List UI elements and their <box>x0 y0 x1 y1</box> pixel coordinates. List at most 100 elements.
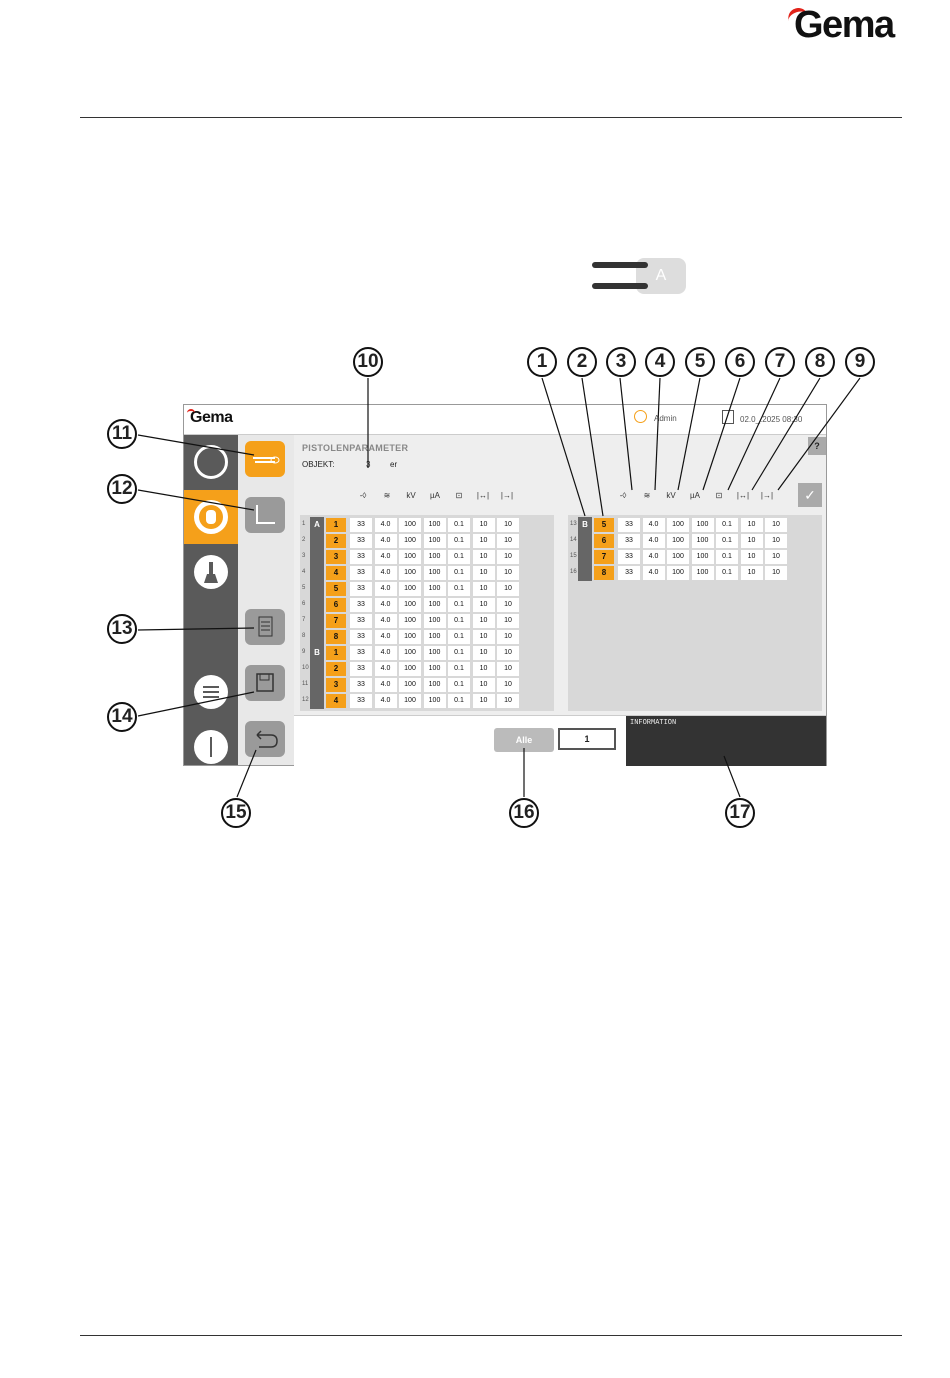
param-cell[interactable]: 10 <box>497 518 519 532</box>
param-cell[interactable]: 0.1 <box>448 614 470 628</box>
gun-parameters-button[interactable] <box>245 441 285 477</box>
param-cell[interactable]: 10 <box>472 550 495 564</box>
param-cell[interactable]: 100 <box>399 662 421 676</box>
param-cell[interactable]: 33 <box>350 678 372 692</box>
param-cell[interactable]: 10 <box>472 598 495 612</box>
param-cell[interactable]: 10 <box>740 550 763 564</box>
gun-number[interactable]: 8 <box>594 566 614 580</box>
param-cell[interactable]: 0.1 <box>448 582 470 596</box>
param-cell[interactable]: 100 <box>423 662 446 676</box>
param-cell[interactable]: 100 <box>399 630 421 644</box>
gun-number[interactable]: 1 <box>326 518 346 532</box>
gun-number[interactable]: 4 <box>326 694 346 708</box>
param-cell[interactable]: 100 <box>399 694 421 708</box>
param-cell[interactable]: 0.1 <box>716 518 738 532</box>
param-cell[interactable]: 0.1 <box>716 566 738 580</box>
param-cell[interactable]: 100 <box>399 550 421 564</box>
param-cell[interactable]: 0.1 <box>716 550 738 564</box>
param-cell[interactable]: 100 <box>691 566 714 580</box>
param-cell[interactable]: 100 <box>667 566 689 580</box>
param-cell[interactable]: 33 <box>350 630 372 644</box>
gun-number[interactable]: 3 <box>326 550 346 564</box>
param-cell[interactable]: 0.1 <box>716 534 738 548</box>
param-cell[interactable]: 4.0 <box>374 582 397 596</box>
param-cell[interactable]: 4.0 <box>374 630 397 644</box>
param-cell[interactable]: 4.0 <box>374 678 397 692</box>
param-cell[interactable]: 100 <box>691 550 714 564</box>
gun-number[interactable]: 7 <box>594 550 614 564</box>
param-cell[interactable]: 10 <box>472 566 495 580</box>
gun-number[interactable]: 5 <box>326 582 346 596</box>
param-cell[interactable]: 0.1 <box>448 678 470 692</box>
gun-number[interactable]: 6 <box>326 598 346 612</box>
param-cell[interactable]: 0.1 <box>448 694 470 708</box>
param-cell[interactable]: 4.0 <box>374 614 397 628</box>
param-cell[interactable]: 33 <box>350 518 372 532</box>
param-cell[interactable]: 10 <box>497 534 519 548</box>
param-cell[interactable]: 4.0 <box>642 550 665 564</box>
param-cell[interactable]: 10 <box>472 646 495 660</box>
confirm-button[interactable]: ✓ <box>798 483 822 507</box>
param-cell[interactable]: 100 <box>423 582 446 596</box>
param-cell[interactable]: 4.0 <box>374 662 397 676</box>
gun-number[interactable]: 2 <box>326 534 346 548</box>
param-cell[interactable]: 0.1 <box>448 598 470 612</box>
param-cell[interactable]: 10 <box>765 518 787 532</box>
param-cell[interactable]: 10 <box>472 518 495 532</box>
param-cell[interactable]: 33 <box>350 534 372 548</box>
param-cell[interactable]: 0.1 <box>448 518 470 532</box>
sidebar-item-home[interactable] <box>184 435 238 489</box>
param-cell[interactable]: 100 <box>423 694 446 708</box>
gun-number[interactable]: 7 <box>326 614 346 628</box>
param-cell[interactable]: 10 <box>497 566 519 580</box>
param-cell[interactable]: 33 <box>618 518 640 532</box>
param-cell[interactable]: 10 <box>497 694 519 708</box>
help-button[interactable]: ? <box>808 437 826 455</box>
gun-number[interactable]: 6 <box>594 534 614 548</box>
param-cell[interactable]: 10 <box>765 534 787 548</box>
param-cell[interactable]: 4.0 <box>374 534 397 548</box>
param-cell[interactable]: 10 <box>740 566 763 580</box>
param-cell[interactable]: 10 <box>497 550 519 564</box>
number-input[interactable]: 1 <box>558 728 616 750</box>
param-cell[interactable]: 4.0 <box>374 694 397 708</box>
param-cell[interactable]: 100 <box>423 614 446 628</box>
param-cell[interactable]: 0.1 <box>448 662 470 676</box>
param-cell[interactable]: 100 <box>423 678 446 692</box>
gun-number[interactable]: 2 <box>326 662 346 676</box>
gun-number[interactable]: 8 <box>326 630 346 644</box>
param-cell[interactable]: 10 <box>497 614 519 628</box>
param-cell[interactable]: 33 <box>350 598 372 612</box>
param-cell[interactable]: 10 <box>497 646 519 660</box>
sidebar-item-manual[interactable] <box>184 490 238 544</box>
param-cell[interactable]: 10 <box>765 566 787 580</box>
param-cell[interactable]: 100 <box>691 534 714 548</box>
gun-number[interactable]: 4 <box>326 566 346 580</box>
param-cell[interactable]: 100 <box>399 614 421 628</box>
param-cell[interactable]: 100 <box>399 582 421 596</box>
param-cell[interactable]: 100 <box>423 550 446 564</box>
param-cell[interactable]: 4.0 <box>642 566 665 580</box>
param-cell[interactable]: 10 <box>740 518 763 532</box>
gun-number[interactable]: 5 <box>594 518 614 532</box>
param-cell[interactable]: 33 <box>350 694 372 708</box>
user-icon[interactable] <box>634 410 647 423</box>
param-cell[interactable]: 10 <box>497 678 519 692</box>
param-cell[interactable]: 0.1 <box>448 550 470 564</box>
param-cell[interactable]: 33 <box>350 550 372 564</box>
sidebar-item-power[interactable] <box>184 720 238 774</box>
param-cell[interactable]: 100 <box>423 630 446 644</box>
param-cell[interactable]: 33 <box>350 614 372 628</box>
param-cell[interactable]: 33 <box>618 550 640 564</box>
param-cell[interactable]: 10 <box>497 662 519 676</box>
param-cell[interactable]: 100 <box>399 566 421 580</box>
param-cell[interactable]: 100 <box>691 518 714 532</box>
param-cell[interactable]: 10 <box>740 534 763 548</box>
back-button[interactable] <box>245 721 285 757</box>
param-cell[interactable]: 10 <box>765 550 787 564</box>
param-cell[interactable]: 33 <box>350 662 372 676</box>
param-cell[interactable]: 10 <box>472 614 495 628</box>
param-cell[interactable]: 4.0 <box>374 550 397 564</box>
param-cell[interactable]: 100 <box>423 646 446 660</box>
param-cell[interactable]: 0.1 <box>448 630 470 644</box>
